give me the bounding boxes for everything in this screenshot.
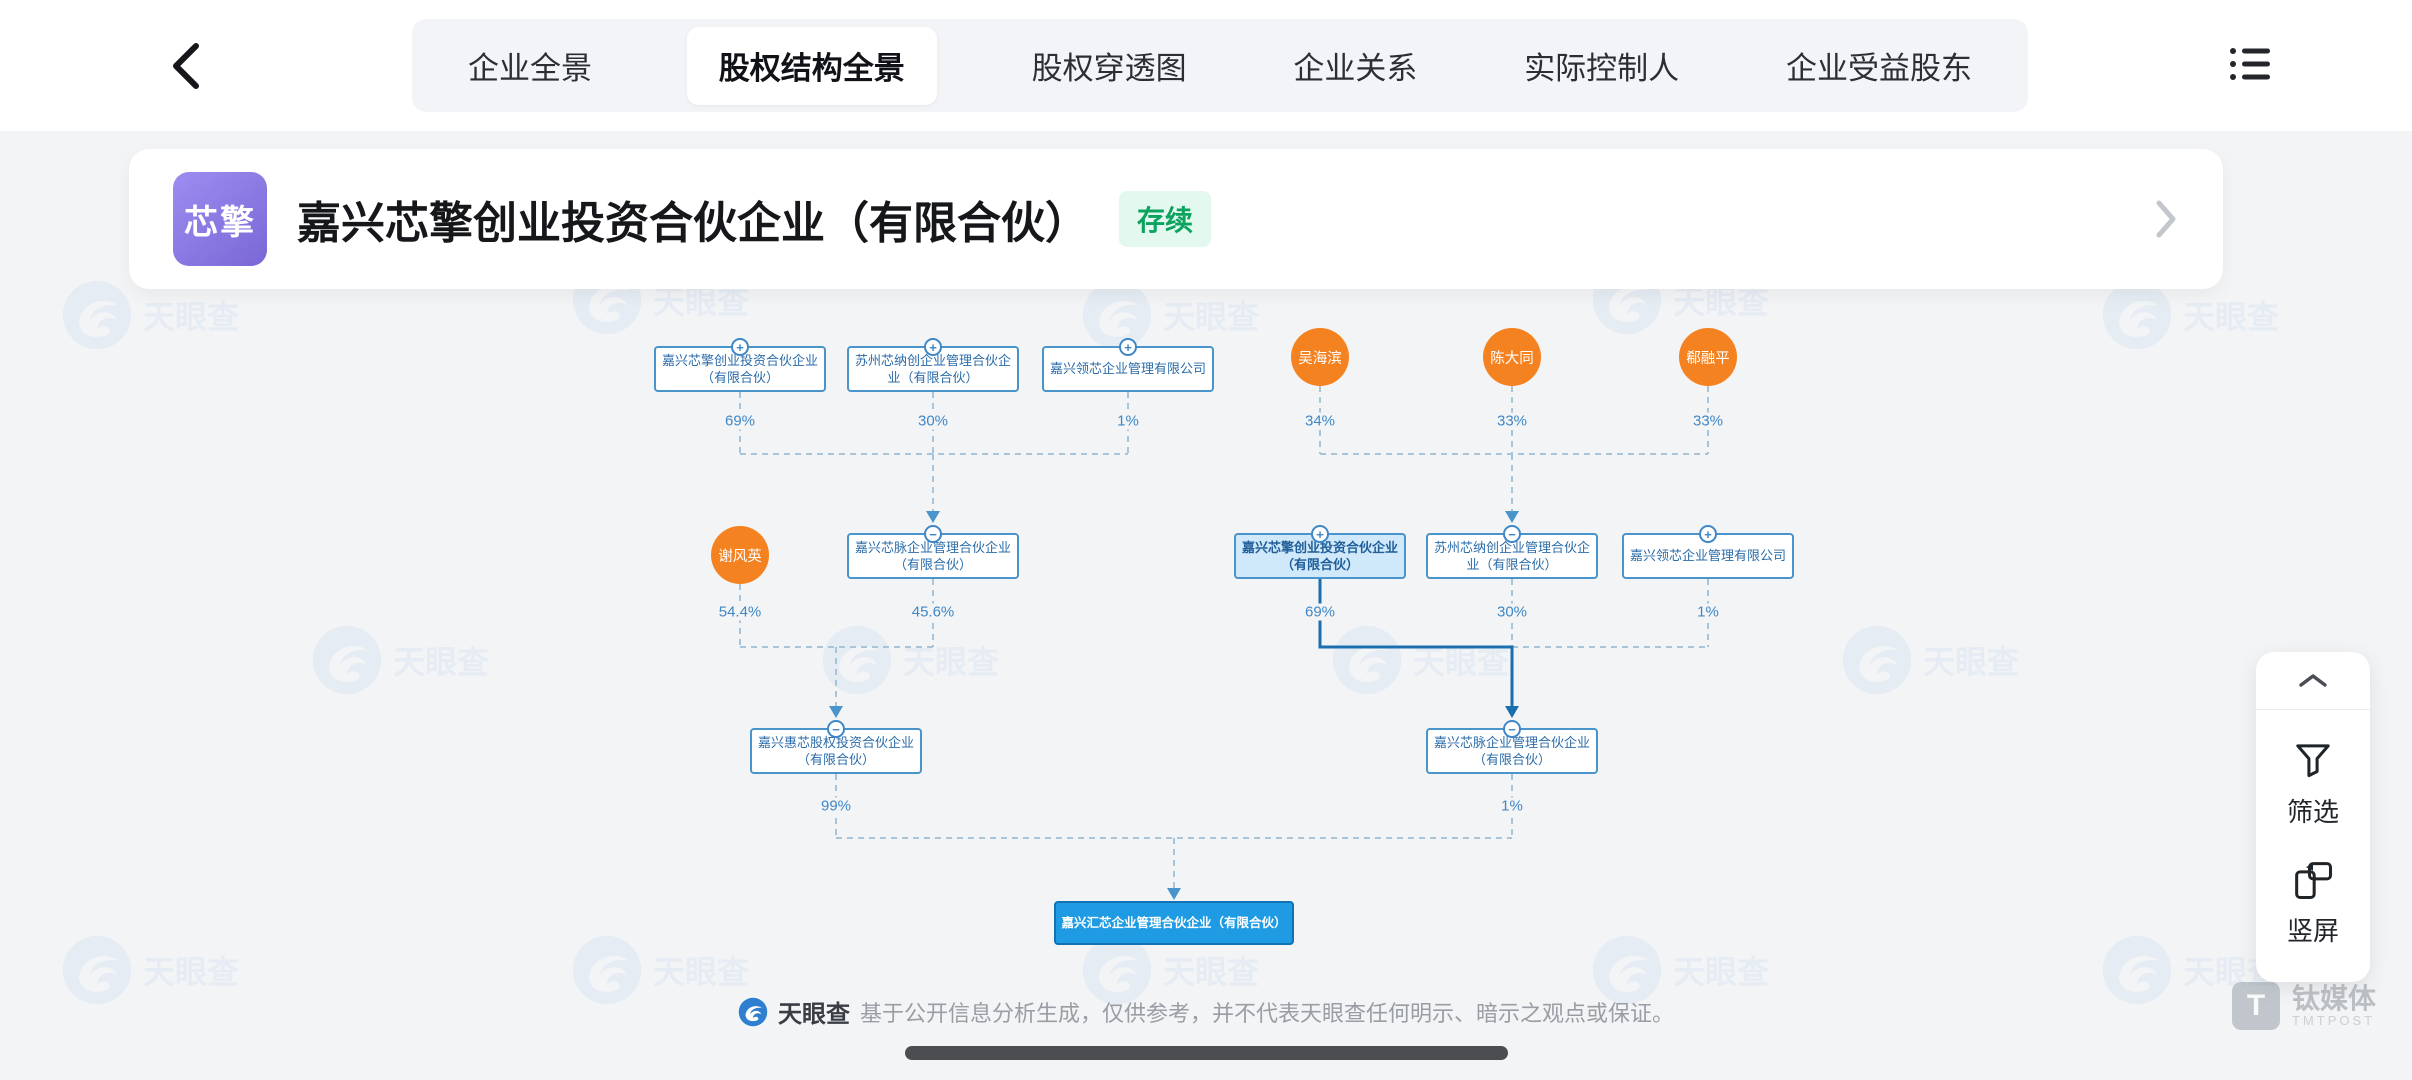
filter-label: 筛选 [2286,797,2339,827]
tianyancha-logo-icon [738,997,768,1027]
tab-actual-controller[interactable]: 实际控制人 [1524,51,1680,86]
person-node-xie[interactable]: 谢风英 [711,526,769,584]
node-huixin-final[interactable]: 嘉兴汇芯企业管理合伙企业（有限合伙） [1054,901,1294,945]
tab-enterprise-relations[interactable]: 企业关系 [1293,51,1418,86]
collapse-panel-button[interactable] [2256,652,2370,710]
ownership-percent: 34% [1299,412,1341,430]
node-xinqing-left[interactable]: + 嘉兴芯擎创业投资合伙企业（有限合伙） [654,338,826,392]
person-name: 陈大同 [1490,350,1534,367]
ownership-percent: 30% [912,412,954,430]
person-name: 吴海滨 [1298,350,1342,367]
ownership-percent: 69% [719,412,761,430]
node-label: 嘉兴领芯企业管理有限公司 [1629,548,1786,564]
node-xinna-right[interactable]: − 苏州芯纳创企业管理合伙企业（有限合伙） [1426,525,1598,579]
expand-icon[interactable]: + [1119,338,1137,356]
node-label: 嘉兴芯脉企业管理合伙企业（有限合伙） [1433,734,1590,767]
node-huixin-invest[interactable]: − 嘉兴惠芯股权投资合伙企业（有限合伙） [750,720,922,774]
company-card[interactable]: 芯擎 嘉兴芯擎创业投资合伙企业（有限合伙） 存续 [129,149,2223,289]
ownership-percent: 1% [1112,412,1144,430]
node-label: 苏州芯纳创企业管理合伙企业（有限合伙） [1433,539,1590,572]
rotate-screen-icon [2295,862,2333,900]
collapse-icon[interactable]: − [1503,525,1521,543]
person-node-chen[interactable]: 陈大同 [1483,328,1541,386]
disclaimer-text: 基于公开信息分析生成，仅供参考，并不代表天眼查任何明示、暗示之观点或保证。 [859,1000,1674,1026]
portrait-label: 竖屏 [2286,916,2339,946]
node-label: 苏州芯纳创企业管理合伙企业（有限合伙） [854,352,1011,385]
node-label: 嘉兴汇芯企业管理合伙企业（有限合伙） [1061,915,1287,930]
expand-icon[interactable]: + [924,338,942,356]
collapse-icon[interactable]: − [924,525,942,543]
tmtpost-name: 钛媒体 [2291,983,2376,1015]
person-node-xi[interactable]: 郗融平 [1679,328,1737,386]
tianyancha-brand: 天眼查 [777,1001,850,1028]
person-node-wu[interactable]: 吴海滨 [1291,328,1349,386]
diagram-tools-panel: 筛选 竖屏 [2256,652,2370,982]
node-lingxin-left[interactable]: + 嘉兴领芯企业管理有限公司 [1042,338,1214,392]
highlighted-ownership-path [1318,579,1514,706]
back-button[interactable] [162,38,212,99]
tab-enterprise-overview[interactable]: 企业全景 [468,51,592,86]
ownership-percent: 45.6% [906,603,960,621]
ownership-percent: 69% [1299,603,1341,621]
collapse-icon[interactable]: − [1503,720,1521,738]
ownership-percent: 99% [815,797,857,815]
status-badge: 存续 [1119,191,1212,247]
collapse-icon[interactable]: − [827,720,845,738]
ownership-percent: 54.4% [713,603,767,621]
node-xinna-left[interactable]: + 苏州芯纳创企业管理合伙企业（有限合伙） [847,338,1019,392]
ownership-percent: 30% [1491,603,1533,621]
expand-icon[interactable]: + [1699,525,1717,543]
node-label: 嘉兴芯脉企业管理合伙企业（有限合伙） [854,539,1011,572]
back-chevron-icon [173,43,199,89]
node-lingxin-right[interactable]: + 嘉兴领芯企业管理有限公司 [1622,525,1794,579]
filter-funnel-icon [2296,744,2330,778]
person-name: 谢风英 [718,548,762,565]
node-label: 嘉兴芯擎创业投资合伙企业（有限合伙） [1241,539,1398,572]
tmtpost-sub: TMTPOST [2291,1012,2376,1028]
node-label: 嘉兴芯擎创业投资合伙企业（有限合伙） [661,352,818,385]
list-menu-icon[interactable] [2228,44,2274,89]
list-icon [2230,48,2270,80]
chevron-up-icon [2299,673,2327,687]
node-xinqing-right-highlighted[interactable]: + 嘉兴芯擎创业投资合伙企业（有限合伙） [1234,525,1406,579]
node-label: 嘉兴惠芯股权投资合伙企业（有限合伙） [757,734,914,767]
company-logo: 芯擎 [173,172,267,266]
ownership-percent: 1% [1496,797,1528,815]
expand-icon[interactable]: + [731,338,749,356]
expand-icon[interactable]: + [1311,525,1329,543]
tab-equity-penetration[interactable]: 股权穿透图 [1031,51,1187,86]
node-xinmai-left[interactable]: − 嘉兴芯脉企业管理合伙企业（有限合伙） [847,525,1019,579]
filter-button[interactable]: 筛选 [2287,740,2339,829]
chevron-right-icon[interactable] [2153,197,2179,241]
ownership-percent: 33% [1491,412,1533,430]
node-label: 嘉兴领芯企业管理有限公司 [1049,361,1206,377]
tmtpost-logo-icon: T [2231,982,2280,1030]
tab-bar: 企业全景 股权结构全景 股权穿透图 企业关系 实际控制人 企业受益股东 [412,19,2028,112]
ownership-percent: 1% [1692,603,1724,621]
disclaimer-bar: 天眼查 基于公开信息分析生成，仅供参考，并不代表天眼查任何明示、暗示之观点或保证… [0,994,2412,1029]
tab-beneficial-shareholders[interactable]: 企业受益股东 [1785,51,1972,86]
node-xinmai-right[interactable]: − 嘉兴芯脉企业管理合伙企业（有限合伙） [1426,720,1598,774]
company-name: 嘉兴芯擎创业投资合伙企业（有限合伙） [297,199,1089,248]
horizontal-scrollbar[interactable] [905,1046,1508,1060]
person-name: 郗融平 [1686,350,1730,367]
tmtpost-watermark: T 钛媒体 TMTPOST [2231,982,2376,1030]
portrait-mode-button[interactable]: 竖屏 [2287,859,2339,948]
topbar: 企业全景 股权结构全景 股权穿透图 企业关系 实际控制人 企业受益股东 [0,0,2412,131]
tab-equity-structure[interactable]: 股权结构全景 [686,26,937,105]
ownership-percent: 33% [1687,412,1729,430]
